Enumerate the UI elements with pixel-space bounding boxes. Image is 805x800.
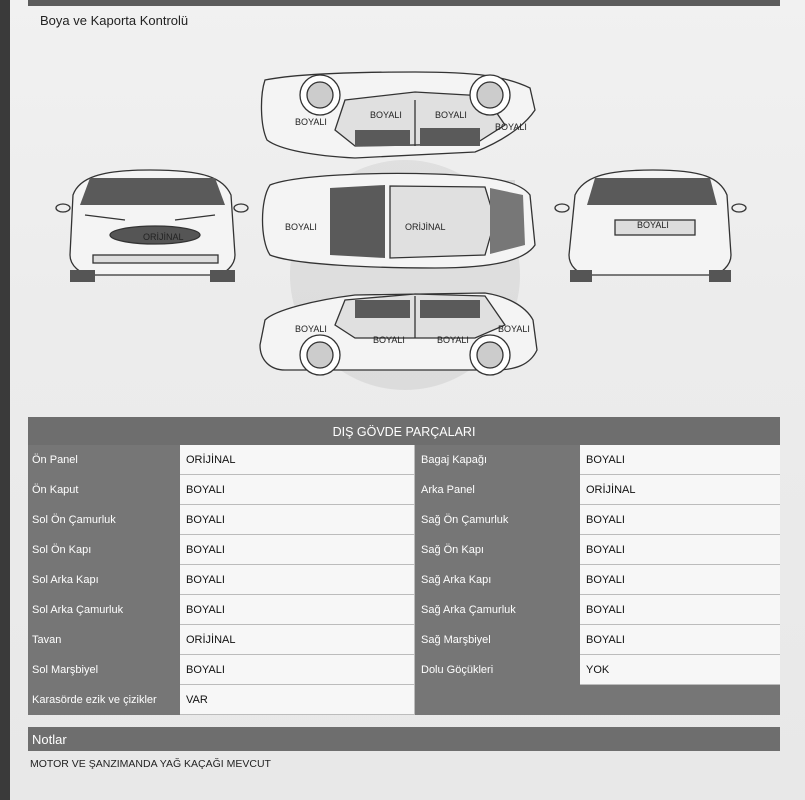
part-status: YOK xyxy=(580,655,780,685)
table-row: Sol Arka Kapı BOYALI Sağ Arka Kapı BOYAL… xyxy=(28,565,780,595)
part-label: Sağ Arka Çamurluk xyxy=(415,595,580,625)
part-label: Sağ Ön Çamurluk xyxy=(415,505,580,535)
part-label: Sol Arka Çamurluk xyxy=(28,595,180,625)
part-label: Sağ Marşbiyel xyxy=(415,625,580,655)
part-label: Sağ Arka Kapı xyxy=(415,565,580,595)
label-top-4: BOYALI xyxy=(495,122,527,132)
part-status: BOYALI xyxy=(580,565,780,595)
table-row: Sol Arka Çamurluk BOYALI Sağ Arka Çamurl… xyxy=(28,595,780,625)
part-status: BOYALI xyxy=(580,535,780,565)
table-row: Sol Ön Çamurluk BOYALI Sağ Ön Çamurluk B… xyxy=(28,505,780,535)
part-status: BOYALI xyxy=(180,565,415,595)
part-status: BOYALI xyxy=(580,505,780,535)
label-rear: BOYALI xyxy=(637,220,669,230)
part-status: ORİJİNAL xyxy=(180,445,415,475)
label-top-1: BOYALI xyxy=(370,110,402,120)
exterior-parts-table: DIŞ GÖVDE PARÇALARI Ön Panel ORİJİNAL Ba… xyxy=(28,417,780,715)
car-front-view xyxy=(55,169,249,282)
car-left-side-view xyxy=(260,71,536,159)
part-label: Sağ Ön Kapı xyxy=(415,535,580,565)
label-side-2: BOYALI xyxy=(373,335,405,345)
part-status: BOYALI xyxy=(180,595,415,625)
part-label: Ön Kaput xyxy=(28,475,180,505)
part-status: VAR xyxy=(180,685,415,715)
car-rear-view xyxy=(554,169,747,282)
notes-text: MOTOR VE ŞANZIMANDA YAĞ KAÇAĞI MEVCUT xyxy=(30,758,271,770)
part-status: BOYALI xyxy=(580,445,780,475)
part-status: BOYALI xyxy=(180,505,415,535)
part-status: ORİJİNAL xyxy=(580,475,780,505)
label-top-3: BOYALI xyxy=(295,117,327,127)
table-row: Ön Kaput BOYALI Arka Panel ORİJİNAL xyxy=(28,475,780,505)
label-side-4: BOYALI xyxy=(498,324,530,334)
table-row: Tavan ORİJİNAL Sağ Marşbiyel BOYALI xyxy=(28,625,780,655)
label-side-3: BOYALI xyxy=(437,335,469,345)
part-status: ORİJİNAL xyxy=(180,625,415,655)
notes-header: Notlar xyxy=(28,727,780,751)
label-front: ORİJİNAL xyxy=(143,232,184,242)
car-roof-view xyxy=(261,172,536,269)
car-damage-diagram: BOYALI BOYALI BOYALI BOYALI ORİJİNAL BOY… xyxy=(55,71,747,390)
table-row: Sol Ön Kapı BOYALI Sağ Ön Kapı BOYALI xyxy=(28,535,780,565)
table-rows: Ön Panel ORİJİNAL Bagaj Kapağı BOYALI Ön… xyxy=(28,445,780,715)
label-side-1: BOYALI xyxy=(295,324,327,334)
empty-cell xyxy=(415,685,780,715)
part-status: BOYALI xyxy=(580,625,780,655)
car-right-side-view xyxy=(259,292,538,376)
label-roof-1: BOYALI xyxy=(285,222,317,232)
table-header: DIŞ GÖVDE PARÇALARI xyxy=(28,417,780,445)
part-label: Dolu Göçükleri xyxy=(415,655,580,685)
part-label: Tavan xyxy=(28,625,180,655)
table-row: Sol Marşbiyel BOYALI Dolu Göçükleri YOK xyxy=(28,655,780,685)
part-label: Karasörde ezik ve çizikler xyxy=(28,685,180,715)
part-label: Bagaj Kapağı xyxy=(415,445,580,475)
part-status: BOYALI xyxy=(580,595,780,625)
table-row: Ön Panel ORİJİNAL Bagaj Kapağı BOYALI xyxy=(28,445,780,475)
part-label: Sol Ön Çamurluk xyxy=(28,505,180,535)
part-status: BOYALI xyxy=(180,475,415,505)
part-status: BOYALI xyxy=(180,655,415,685)
part-status: BOYALI xyxy=(180,535,415,565)
top-bar xyxy=(28,0,780,6)
page-title: Boya ve Kaporta Kontrolü xyxy=(40,13,189,28)
part-label: Arka Panel xyxy=(415,475,580,505)
part-label: Ön Panel xyxy=(28,445,180,475)
table-row: Karasörde ezik ve çizikler VAR xyxy=(28,685,780,715)
part-label: Sol Ön Kapı xyxy=(28,535,180,565)
part-label: Sol Arka Kapı xyxy=(28,565,180,595)
label-top-2: BOYALI xyxy=(435,110,467,120)
label-roof-2: ORİJİNAL xyxy=(405,222,446,232)
part-label: Sol Marşbiyel xyxy=(28,655,180,685)
